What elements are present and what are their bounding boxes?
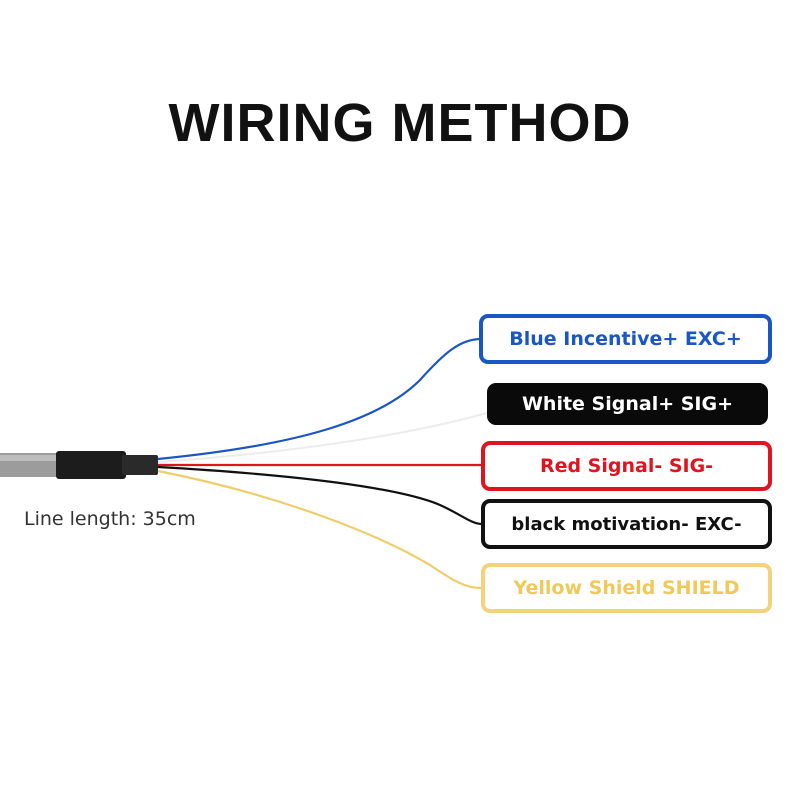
wire-yellow: [157, 469, 482, 590]
wire-label-black: black motivation- EXC-: [481, 499, 772, 549]
diagram-title: WIRING METHOD: [168, 93, 632, 153]
wire-label-white: White Signal+ SIG+: [487, 383, 768, 425]
wire-blue: [157, 337, 480, 461]
wire-label-yellow: Yellow Shield SHIELD: [481, 563, 772, 613]
cable-length-note: Line length: 35cm: [24, 508, 196, 530]
cable-jacket-highlight: [0, 455, 62, 461]
wire-white: [157, 412, 488, 463]
wire-label-blue: Blue Incentive+ EXC+: [479, 314, 772, 364]
wire-black: [157, 465, 482, 526]
heat-shrink-neck: [122, 455, 158, 475]
wire-label-red: Red Signal- SIG-: [481, 441, 772, 491]
heat-shrink-sleeve: [56, 451, 126, 479]
